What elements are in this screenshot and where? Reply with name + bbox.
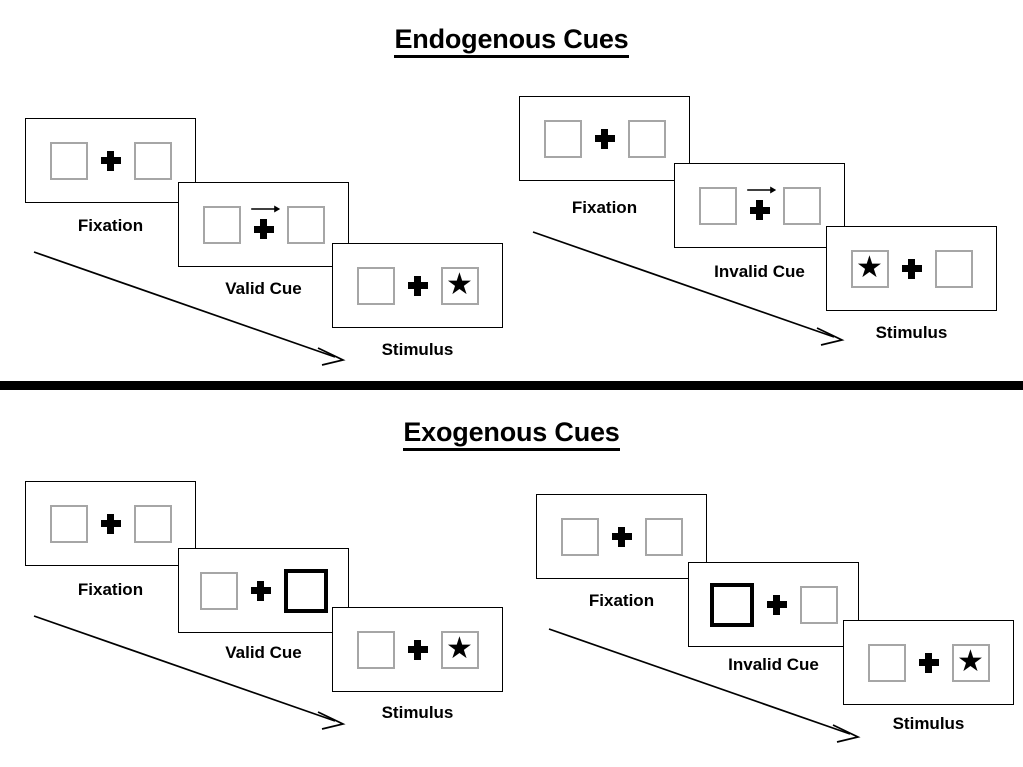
plus-icon <box>611 526 632 547</box>
frame-exo-invalid-fixation <box>536 494 707 579</box>
placeholder-box-left-with-target: ★ <box>850 249 889 288</box>
cue-slot <box>241 201 287 249</box>
stage-label-exo-invalid-cue: Invalid Cue <box>728 655 819 674</box>
frame-endo-valid-stimulus: ★ <box>332 243 503 328</box>
plus-icon <box>594 128 615 149</box>
frame-endo-invalid-cue <box>674 163 845 248</box>
section-divider <box>0 381 1023 390</box>
placeholder-box-right <box>286 205 325 244</box>
placeholder-box-left-cued <box>709 582 754 627</box>
plus-icon <box>253 219 274 239</box>
stage-label-endo-valid-fixation: Fixation <box>77 216 144 235</box>
placeholder-box-left <box>867 643 906 682</box>
cue-slot <box>737 182 783 230</box>
stage-label-endo-valid-cue: Valid Cue <box>225 279 302 298</box>
placeholder-box-right-with-target: ★ <box>440 266 479 305</box>
plus-icon <box>407 275 428 296</box>
placeholder-box-left <box>49 141 88 180</box>
placeholder-box-left <box>202 205 241 244</box>
section-title-exogenous-text: Exogenous Cues <box>403 417 620 451</box>
section-title-endogenous-text: Endogenous Cues <box>394 24 629 58</box>
placeholder-box-left <box>356 630 395 669</box>
placeholder-box-left <box>199 571 238 610</box>
star-icon: ★ <box>957 644 984 678</box>
stage-label-exo-valid-cue: Valid Cue <box>225 643 302 662</box>
placeholder-box-left <box>560 517 599 556</box>
arrow-right-icon <box>250 205 280 212</box>
stage-label-endo-invalid-stimulus: Stimulus <box>875 323 948 342</box>
section-title-endogenous: Endogenous Cues <box>0 24 1023 58</box>
frame-endo-valid-cue <box>178 182 349 267</box>
frame-exo-valid-fixation <box>25 481 196 566</box>
stage-label-exo-valid-stimulus: Stimulus <box>381 703 454 722</box>
plus-icon <box>766 594 787 615</box>
placeholder-box-right <box>133 141 172 180</box>
star-icon: ★ <box>856 250 883 284</box>
placeholder-box-right-with-target: ★ <box>951 643 990 682</box>
frame-endo-invalid-fixation <box>519 96 690 181</box>
placeholder-box-right <box>644 517 683 556</box>
frame-exo-valid-stimulus: ★ <box>332 607 503 692</box>
arrow-right-icon <box>746 186 776 193</box>
star-icon: ★ <box>446 267 473 301</box>
placeholder-box-right <box>133 504 172 543</box>
plus-icon <box>901 258 922 279</box>
fixation-cross-slot <box>889 245 935 293</box>
placeholder-box-right-with-target: ★ <box>440 630 479 669</box>
placeholder-box-right <box>782 186 821 225</box>
fixation-cross-slot <box>906 639 952 687</box>
fixation-cross-slot <box>88 137 134 185</box>
plus-icon <box>918 652 939 673</box>
star-icon: ★ <box>446 631 473 665</box>
fixation-cross-slot <box>582 115 628 163</box>
section-title-exogenous: Exogenous Cues <box>0 417 1023 451</box>
plus-icon <box>100 150 121 171</box>
frame-endo-invalid-stimulus: ★ <box>826 226 997 311</box>
placeholder-box-left <box>543 119 582 158</box>
stage-label-endo-invalid-fixation: Fixation <box>571 198 638 217</box>
stage-label-exo-invalid-stimulus: Stimulus <box>892 714 965 733</box>
frame-exo-invalid-cue <box>688 562 859 647</box>
fixation-cross-slot <box>754 581 800 629</box>
plus-icon <box>100 513 121 534</box>
stage-label-endo-invalid-cue: Invalid Cue <box>714 262 805 281</box>
fixation-cross-slot <box>599 513 645 561</box>
placeholder-box-right-cued <box>283 568 328 613</box>
frame-endo-valid-fixation <box>25 118 196 203</box>
stage-label-exo-invalid-fixation: Fixation <box>588 591 655 610</box>
fixation-cross-slot <box>88 500 134 548</box>
frame-exo-valid-cue <box>178 548 349 633</box>
placeholder-box-right <box>799 585 838 624</box>
placeholder-box-right <box>627 119 666 158</box>
plus-icon <box>250 580 271 601</box>
placeholder-box-right <box>934 249 973 288</box>
placeholder-box-left <box>49 504 88 543</box>
plus-icon <box>407 639 428 660</box>
fixation-cross-slot <box>395 262 441 310</box>
stage-label-exo-valid-fixation: Fixation <box>77 580 144 599</box>
plus-icon <box>749 200 770 220</box>
placeholder-box-left <box>698 186 737 225</box>
placeholder-box-left <box>356 266 395 305</box>
fixation-cross-slot <box>238 567 284 615</box>
fixation-cross-slot <box>395 626 441 674</box>
frame-exo-invalid-stimulus: ★ <box>843 620 1014 705</box>
stage-label-endo-valid-stimulus: Stimulus <box>381 340 454 359</box>
